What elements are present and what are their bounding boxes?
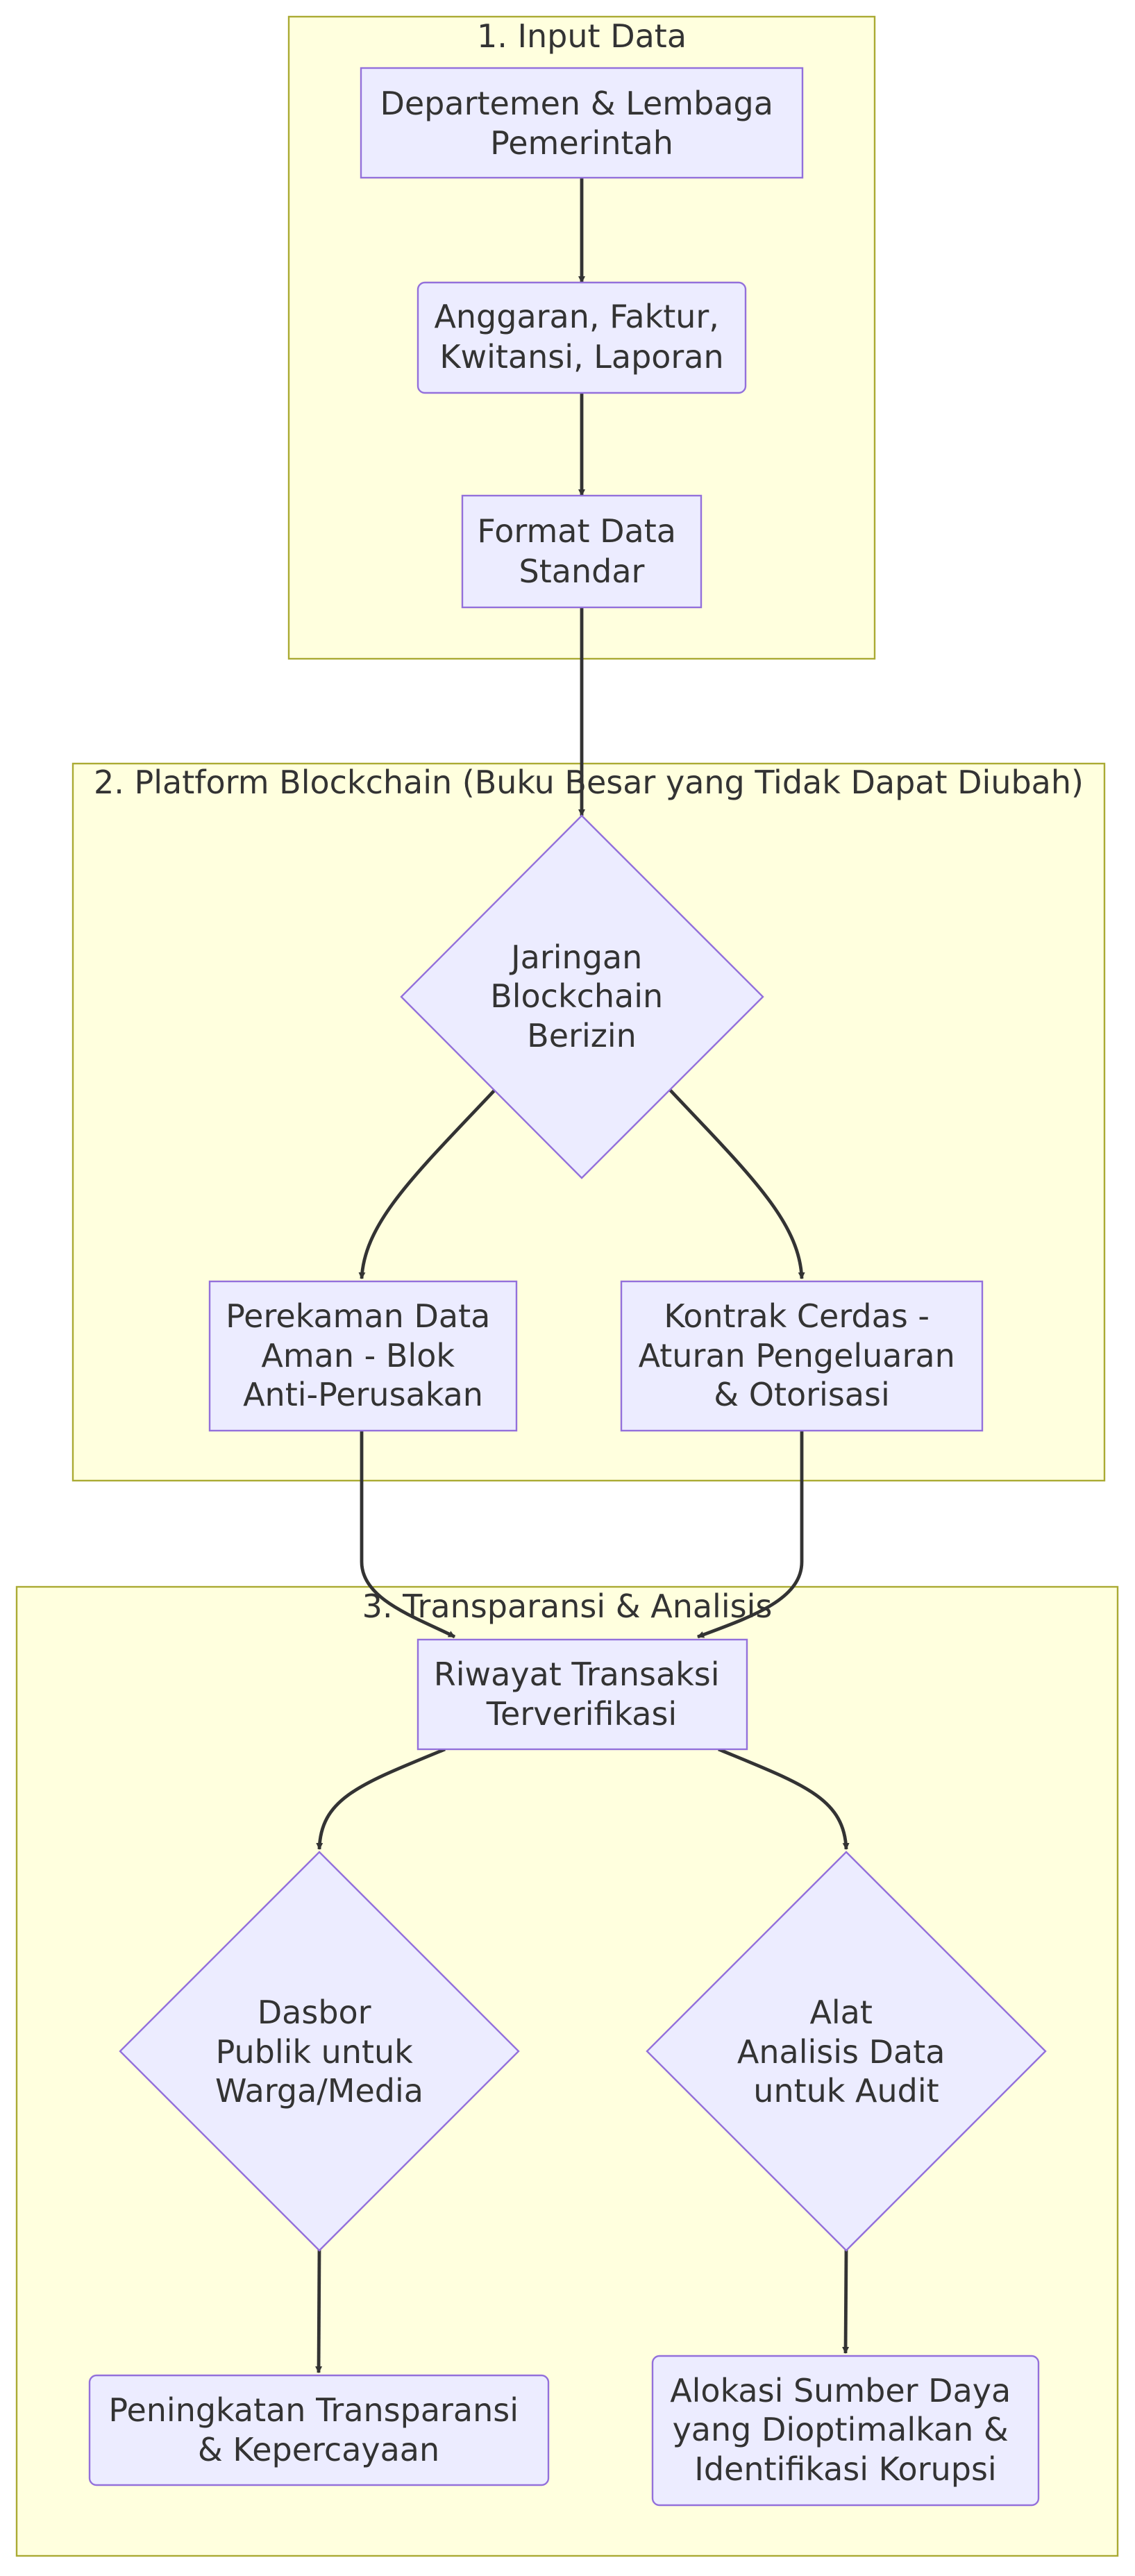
edge-network-to-contracts xyxy=(669,1088,805,1279)
edge-history-to-analytics xyxy=(718,1747,850,1850)
node-contracts-text: Kontrak Cerdas - Aturan Pengeluaran & Ot… xyxy=(639,1297,966,1413)
cluster-transparency-analysis-title: 3. Transparansi & Analisis xyxy=(362,1588,773,1625)
node-history-text: Riwayat Transaksi Terverifikasi xyxy=(434,1656,730,1733)
node-departments-text: Departemen & Lembaga Pemerintah xyxy=(380,85,783,162)
edge-network-to-recording xyxy=(358,1088,496,1279)
edge-history-to-dashboard xyxy=(316,1747,446,1850)
node-documents-text: Anggaran, Faktur, Kwitansi, Laporan xyxy=(434,298,729,376)
node-dashboard-text: Dasbor Publik untuk Warga/Media xyxy=(215,1994,423,2110)
node-dashboard: Dasbor Publik untuk Warga/Media xyxy=(119,1851,520,2252)
node-allocation: Alokasi Sumber Daya yang Dioptimalkan & … xyxy=(651,2355,1040,2507)
node-format-text: Format Data Standar xyxy=(477,512,686,590)
node-trust-text: Peningkatan Transparansi & Kepercayaan xyxy=(108,2391,528,2468)
node-analytics: Alat Analisis Data untuk Audit xyxy=(646,1851,1047,2252)
edge-recording-to-history xyxy=(360,1431,456,1639)
node-history: Riwayat Transaksi Terverifikasi xyxy=(417,1638,748,1751)
edges xyxy=(315,178,850,2373)
node-recording: Perekaman Data Aman - Blok Anti-Perusaka… xyxy=(208,1280,518,1432)
node-network: Jaringan Blockchain Berizin xyxy=(400,814,764,1179)
node-departments: Departemen & Lembaga Pemerintah xyxy=(360,67,804,179)
node-allocation-text: Alokasi Sumber Daya yang Dioptimalkan & … xyxy=(670,2372,1021,2488)
node-contracts: Kontrak Cerdas - Aturan Pengeluaran & Ot… xyxy=(620,1280,984,1432)
node-documents: Anggaran, Faktur, Kwitansi, Laporan xyxy=(417,281,747,394)
node-format: Format Data Standar xyxy=(461,494,703,609)
edge-contracts-to-history xyxy=(697,1431,804,1639)
node-trust: Peningkatan Transparansi & Kepercayaan xyxy=(88,2374,550,2486)
node-analytics-text: Alat Analisis Data untuk Audit xyxy=(737,1994,955,2110)
node-network-text: Jaringan Blockchain Berizin xyxy=(490,938,673,1054)
cluster-input-data-title: 1. Input Data xyxy=(477,17,687,55)
cluster-blockchain-platform-title: 2. Platform Blockchain (Buku Besar yang … xyxy=(94,764,1084,801)
node-recording-text: Perekaman Data Aman - Blok Anti-Perusaka… xyxy=(226,1297,501,1413)
